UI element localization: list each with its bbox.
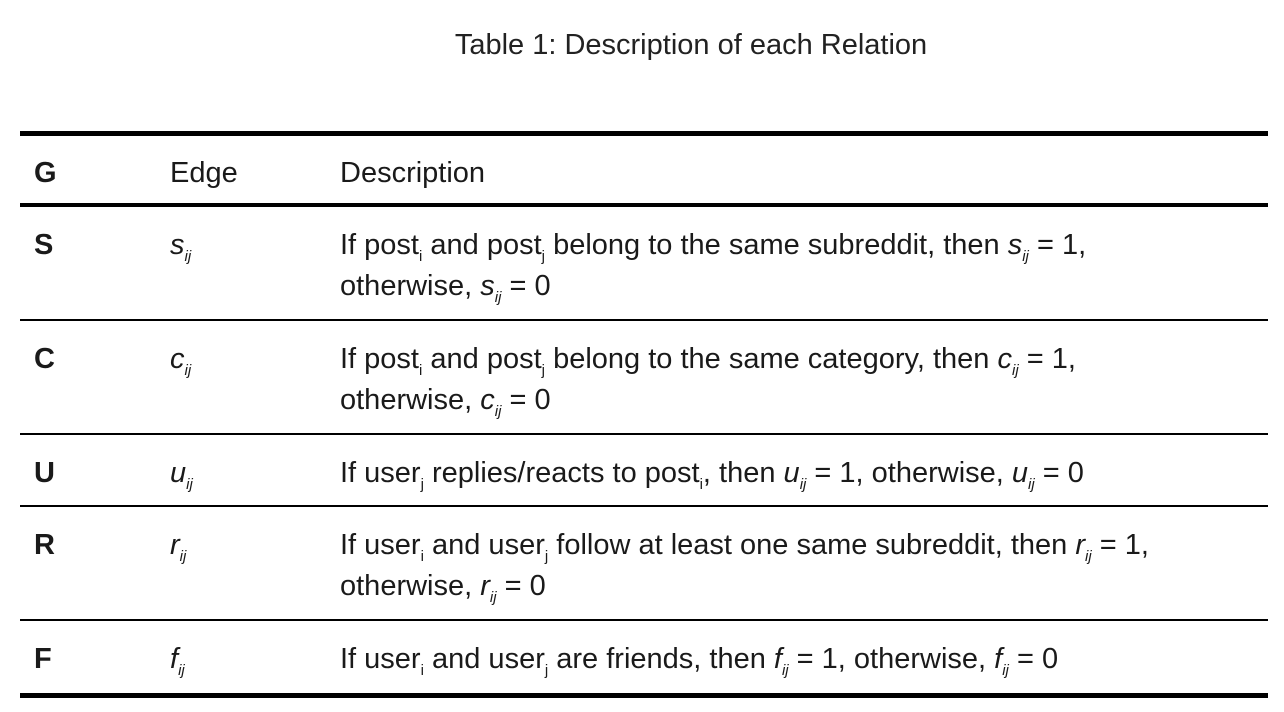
header-edge: Edge [170,157,238,189]
graph-label: R [34,529,55,561]
relation-description: If posti and postj belong to the same ca… [340,343,1076,420]
table-row: C cij If posti and postj belong to the s… [20,321,1268,435]
table-row: F fij If useri and userj are friends, th… [20,621,1268,693]
table-header-row: G Edge Description [20,136,1268,207]
table-row: U uij If userj replies/reacts to posti, … [20,435,1268,507]
graph-label: C [34,343,55,375]
relation-description: If userj replies/reacts to posti, then u… [340,457,1084,493]
edge-symbol: fij [170,643,185,679]
relation-description: If useri and userj follow at least one s… [340,529,1149,606]
graph-label: F [34,643,52,675]
edge-symbol: sij [170,229,192,265]
table-caption: Table 1: Description of each Relation [454,29,928,61]
header-description: Description [340,157,486,189]
graph-label: S [34,229,54,261]
graph-label: U [34,457,55,489]
table-row: S sij If posti and postj belong to the s… [20,207,1268,321]
relation-description: If useri and userj are friends, then fij… [340,643,1059,679]
table-row: R rij If useri and userj follow at least… [20,507,1268,621]
edge-symbol: cij [170,343,192,379]
header-g: G [34,157,57,189]
edge-symbol: rij [170,529,187,565]
edge-symbol: uij [170,457,193,493]
relation-description: If posti and postj belong to the same su… [340,229,1087,306]
relations-table: G Edge Description S sij If posti and po… [20,131,1268,698]
